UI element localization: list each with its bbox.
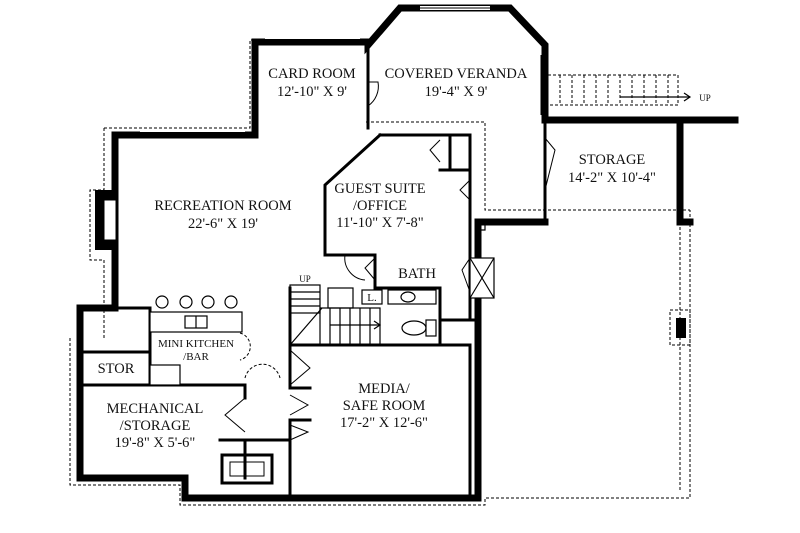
storage-name: STORAGE (579, 152, 646, 168)
window-well (220, 453, 274, 485)
mechanical-name-1: MECHANICAL (107, 401, 204, 417)
card-room-dims: 12'-10" X 9' (277, 84, 347, 100)
mini-kitchen-name-1: MINI KITCHEN (158, 338, 234, 350)
guest-suite-name-1: GUEST SUITE (334, 181, 425, 197)
veranda-stairs-up-label: UP (699, 93, 711, 103)
kitchen-fixtures (149, 295, 243, 386)
room-labels: CARD ROOM 12'-10" X 9' COVERED VERANDA 1… (98, 66, 711, 451)
stor-name: STOR (98, 361, 135, 377)
covered-veranda-name: COVERED VERANDA (385, 66, 528, 82)
stair (289, 284, 382, 346)
bath-name: BATH (398, 266, 436, 282)
mechanical-dims: 19'-8" X 5'-6" (115, 435, 196, 451)
doors (224, 81, 556, 441)
veranda-stairs (547, 74, 692, 106)
media-room-dims: 17'-2" X 12'-6" (340, 415, 428, 431)
guest-suite-name-2: /OFFICE (353, 198, 407, 214)
mechanical-name-2: /STORAGE (120, 418, 191, 434)
linen-label: L. (367, 292, 377, 304)
storage-dims: 14'-2" X 10'-4" (568, 170, 656, 186)
card-room-name: CARD ROOM (268, 66, 356, 82)
garage-outline (478, 222, 686, 490)
stair-up-label: UP (299, 274, 311, 284)
covered-veranda-dims: 19'-4" X 9' (425, 84, 488, 100)
mini-kitchen-name-2: /BAR (183, 351, 209, 363)
media-room-name-2: SAFE ROOM (343, 398, 426, 414)
windows (140, 6, 542, 135)
recreation-room-dims: 22'-6" X 19' (188, 216, 258, 232)
bath-fixtures (361, 257, 495, 337)
fireplace (95, 190, 117, 250)
guest-suite-dims: 11'-10" X 7'-8" (336, 215, 423, 231)
media-room-name-1: MEDIA/ (358, 381, 411, 397)
recreation-room-name: RECREATION ROOM (154, 198, 291, 214)
